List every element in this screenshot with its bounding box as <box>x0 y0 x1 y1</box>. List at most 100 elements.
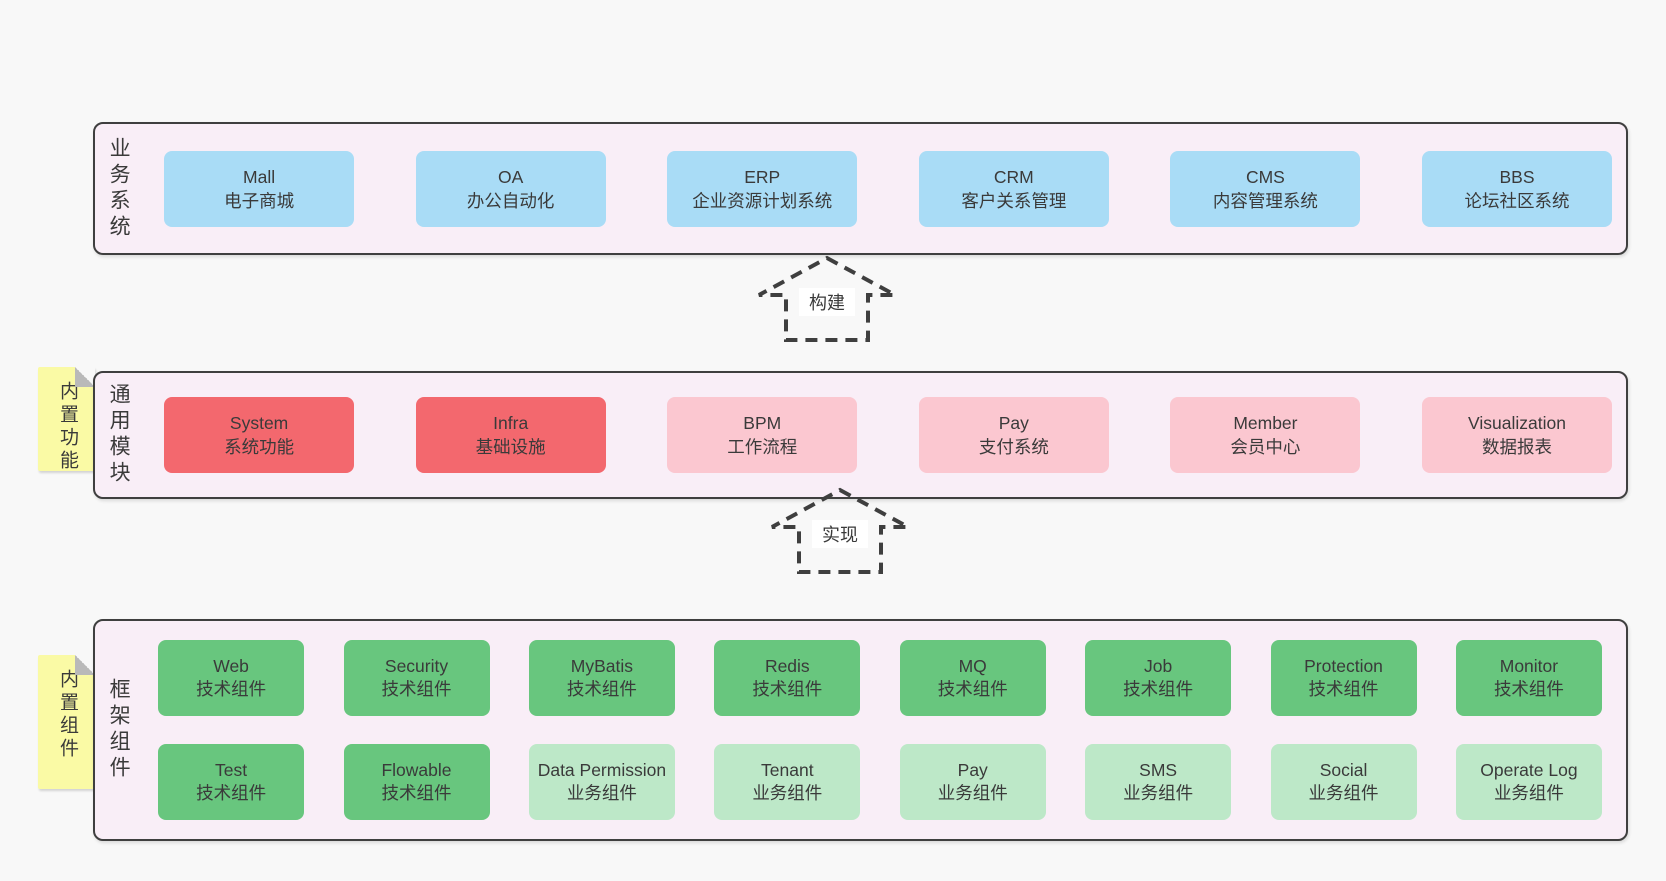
box-mall: Mall 电子商城 <box>164 150 355 227</box>
box-title: BPM <box>743 413 782 433</box>
layer-modules-label: 通用模块 <box>107 383 131 487</box>
box-title: MyBatis <box>570 656 634 676</box>
box-system: System 系统功能 <box>164 397 355 473</box>
box-infra: Infra 基础设施 <box>415 397 606 473</box>
modules-boxes-row: System 系统功能 Infra 基础设施 BPM 工作流程 Pay 支付系统… <box>164 397 1612 473</box>
note-built-in-features: 内置功能 <box>38 367 95 473</box>
layer-business-systems: 业务系统 Mall 电子商城 OA 办公自动化 ERP 企业资源计划系统 CRM… <box>93 122 1628 255</box>
box-cms: CMS 内容管理系统 <box>1170 150 1361 227</box>
box-title: Test <box>215 760 248 780</box>
box-subtitle: 业务组件 <box>1123 783 1194 803</box>
box-subtitle: 办公自动化 <box>466 190 555 211</box>
box-title: MQ <box>958 656 987 676</box>
box-title: Member <box>1233 413 1298 433</box>
box-bpm: BPM 工作流程 <box>667 397 858 473</box>
box-title: Social <box>1319 760 1368 780</box>
box-test: Test 技术组件 <box>158 744 305 820</box>
box-title: Mall <box>243 166 276 187</box>
box-subtitle: 业务组件 <box>752 783 823 803</box>
implement-arrow-label: 实现 <box>822 525 858 545</box>
box-title: ERP <box>744 166 781 187</box>
box-title: Flowable <box>381 760 452 780</box>
box-title: Redis <box>764 656 810 676</box>
box-member: Member 会员中心 <box>1170 397 1361 473</box>
box-subtitle: 业务组件 <box>1308 783 1379 803</box>
box-title: Web <box>213 656 249 676</box>
box-title: Operate Log <box>1480 760 1578 780</box>
box-title: Data Permission <box>537 760 667 780</box>
note-label: 内置组件 <box>56 669 78 761</box>
business-boxes-row: Mall 电子商城 OA 办公自动化 ERP 企业资源计划系统 CRM 客户关系… <box>164 150 1612 227</box>
layer-components-label: 框架组件 <box>107 678 131 782</box>
box-monitor: Monitor 技术组件 <box>1455 640 1602 716</box>
box-title: Pay <box>957 760 988 780</box>
box-subtitle: 支付系统 <box>978 437 1049 457</box>
box-title: CMS <box>1245 166 1285 187</box>
box-subtitle: 业务组件 <box>566 783 637 803</box>
box-title: Security <box>384 656 449 676</box>
box-mybatis: MyBatis 技术组件 <box>528 640 675 716</box>
box-web: Web 技术组件 <box>158 640 305 716</box>
components-row-1: Web 技术组件 Security 技术组件 MyBatis 技术组件 Redi… <box>158 640 1602 716</box>
box-redis: Redis 技术组件 <box>714 640 861 716</box>
box-visualization: Visualization 数据报表 <box>1421 397 1612 473</box>
box-subtitle: 系统功能 <box>224 437 295 457</box>
box-oa: OA 办公自动化 <box>415 150 606 227</box>
implement-arrow-icon: 实现 <box>770 487 910 575</box>
box-bbs: BBS 论坛社区系统 <box>1421 150 1612 227</box>
box-title: BBS <box>1499 166 1535 187</box>
box-subtitle: 技术组件 <box>752 679 823 699</box>
box-mq: MQ 技术组件 <box>899 640 1046 716</box>
box-pay-system: Pay 支付系统 <box>918 397 1109 473</box>
box-sms: SMS 业务组件 <box>1085 744 1232 820</box>
box-security: Security 技术组件 <box>343 640 490 716</box>
box-subtitle: 业务组件 <box>937 783 1008 803</box>
box-subtitle: 技术组件 <box>196 783 267 803</box>
box-title: Infra <box>493 413 529 433</box>
box-tenant: Tenant 业务组件 <box>714 744 861 820</box>
box-subtitle: 客户关系管理 <box>961 190 1067 211</box>
layer-business-label: 业务系统 <box>107 136 131 241</box>
box-subtitle: 技术组件 <box>196 679 267 699</box>
note-built-in-components: 内置组件 <box>38 655 95 789</box>
box-flowable: Flowable 技术组件 <box>343 744 490 820</box>
box-subtitle: 技术组件 <box>1123 679 1194 699</box>
box-subtitle: 工作流程 <box>727 437 798 457</box>
box-subtitle: 技术组件 <box>566 679 637 699</box>
note-label: 内置功能 <box>56 381 78 473</box>
box-data-permission: Data Permission 业务组件 <box>528 744 675 820</box>
build-arrow-label: 构建 <box>809 293 845 313</box>
box-subtitle: 基础设施 <box>475 437 546 457</box>
box-subtitle: 技术组件 <box>1308 679 1379 699</box>
components-row-2: Test 技术组件 Flowable 技术组件 Data Permission … <box>158 744 1602 820</box>
box-title: System <box>229 413 289 433</box>
box-subtitle: 会员中心 <box>1230 437 1301 457</box>
box-subtitle: 内容管理系统 <box>1212 190 1318 211</box>
box-title: Protection <box>1304 656 1383 676</box>
box-subtitle: 技术组件 <box>381 679 452 699</box>
box-title: Monitor <box>1499 656 1559 676</box>
box-subtitle: 企业资源计划系统 <box>692 190 833 211</box>
box-subtitle: 技术组件 <box>381 783 452 803</box>
box-operate-log: Operate Log 业务组件 <box>1455 744 1602 820</box>
box-social: Social 业务组件 <box>1270 744 1417 820</box>
box-erp: ERP 企业资源计划系统 <box>667 150 858 227</box>
box-subtitle: 论坛社区系统 <box>1464 190 1570 211</box>
layer-common-modules: 通用模块 System 系统功能 Infra 基础设施 BPM 工作流程 Pay… <box>93 371 1628 499</box>
build-arrow-icon: 构建 <box>757 255 897 343</box>
box-protection: Protection 技术组件 <box>1270 640 1417 716</box>
box-subtitle: 数据报表 <box>1481 437 1552 457</box>
box-crm: CRM 客户关系管理 <box>918 150 1109 227</box>
box-subtitle: 技术组件 <box>937 679 1008 699</box>
box-pay-component: Pay 业务组件 <box>899 744 1046 820</box>
box-title: Pay <box>998 413 1029 433</box>
box-title: Job <box>1144 656 1173 676</box>
box-title: Tenant <box>761 760 814 780</box>
box-subtitle: 业务组件 <box>1493 783 1564 803</box>
box-job: Job 技术组件 <box>1085 640 1232 716</box>
box-title: SMS <box>1139 760 1178 780</box>
box-title: OA <box>498 166 524 187</box>
box-subtitle: 技术组件 <box>1493 679 1564 699</box>
layer-framework-components: 框架组件 Web 技术组件 Security 技术组件 MyBatis 技术组件… <box>93 619 1628 841</box>
